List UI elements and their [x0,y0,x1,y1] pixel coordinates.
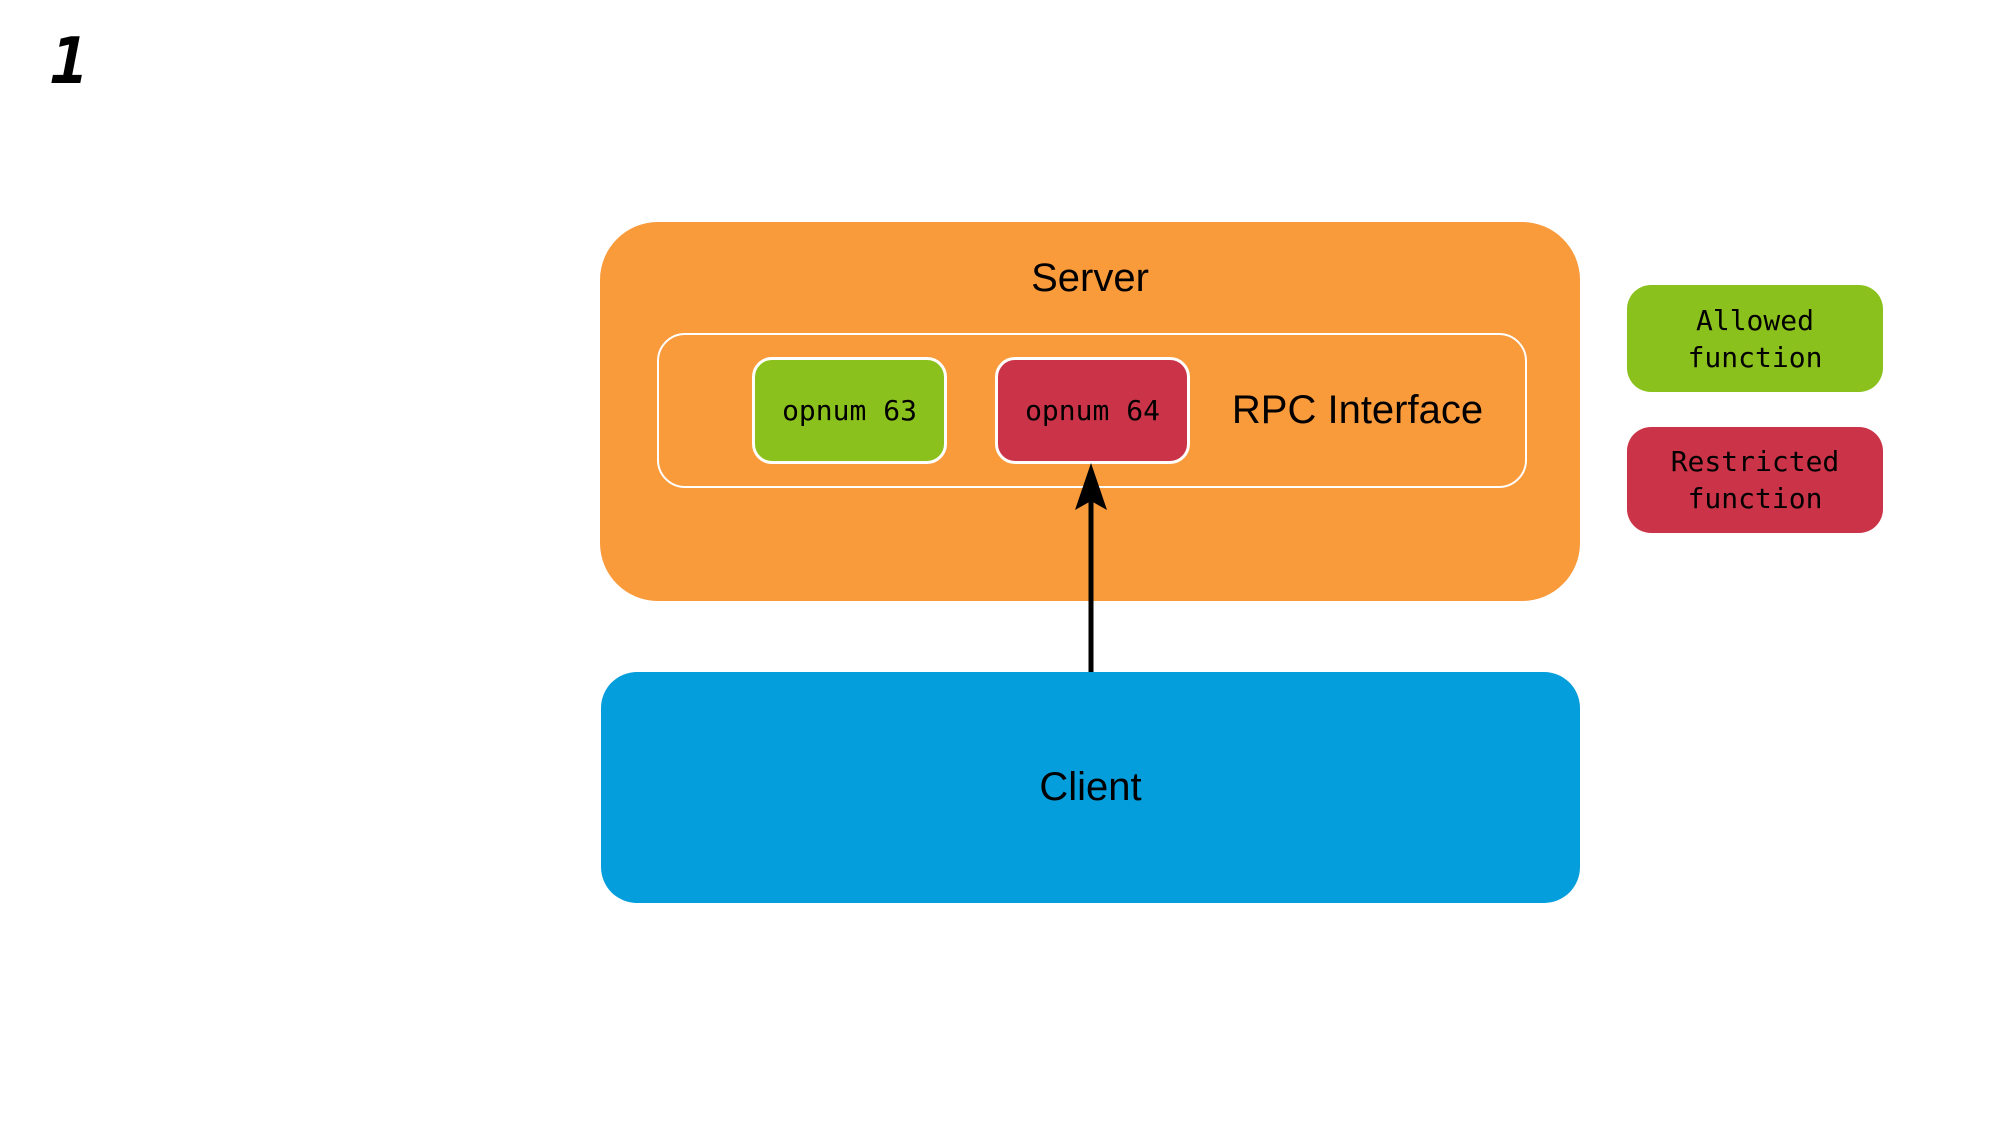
client-label: Client [1039,765,1142,809]
legend-allowed-line2: function [1687,340,1823,374]
rpc-interface-box: opnum 63 opnum 64 RPC Interface [657,333,1527,488]
legend-restricted-function: Restricted function [1627,427,1883,533]
opnum-63-label: opnum 63 [782,394,917,427]
opnum-63-box: opnum 63 [752,357,947,464]
client-to-opnum64-arrow-icon [1075,463,1107,673]
server-label: Server [1031,256,1149,300]
legend-allowed-line1: Allowed [1695,303,1814,337]
rpc-interface-label: RPC Interface [1231,388,1484,432]
step-number: 1 [50,25,89,99]
client-box: Client [601,672,1580,903]
legend-restricted-line1: Restricted [1670,445,1840,478]
legend: Allowed function Restricted function [1627,285,1883,533]
opnum-64-label: opnum 64 [1025,394,1160,427]
legend-allowed-function: Allowed function [1627,285,1883,392]
opnum-64-box: opnum 64 [995,357,1190,464]
legend-restricted-line2: function [1687,482,1823,515]
